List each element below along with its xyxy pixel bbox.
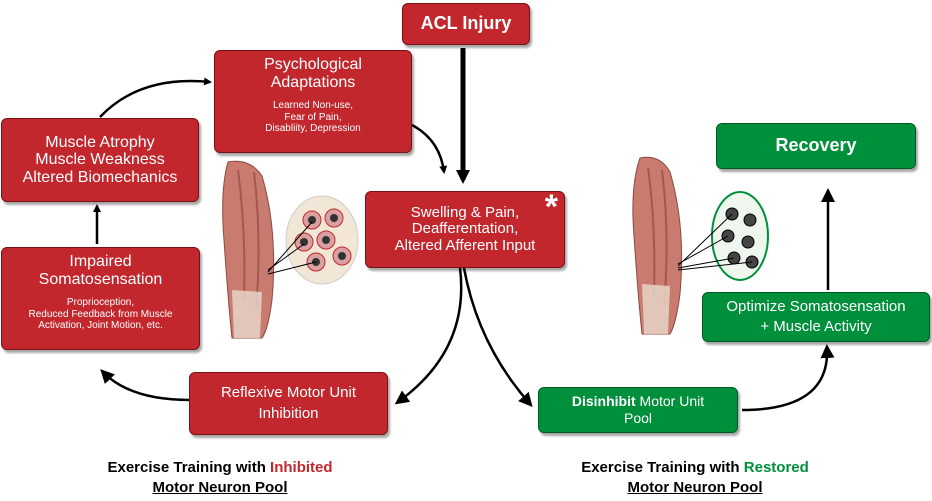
arrow-reflexive-to-somato [100,369,191,402]
acl-injury-label: ACL Injury [420,13,512,34]
somato-detail-1: Proprioception, [66,297,135,309]
recovery-box: Recovery [716,123,916,169]
reflexive-inhibition-box: Reflexive Motor Unit Inhibition [189,372,388,435]
somato-detail-3: Activation, Joint Motion, etc. [38,320,163,332]
caption-inhibited-line2: Motor Neuron Pool [152,479,288,497]
arrow-disinhibit-to-optimize [741,344,835,412]
inhibited-motor-neuron-pool-icon [267,195,359,285]
restored-motor-neuron-pool-icon [677,191,769,281]
psych-detail-2: Fear of Pain, [284,111,342,123]
disinhibit-rest: Motor Unit [635,392,705,409]
atrophy-line2: Muscle Weakness [35,151,165,169]
caption-restored-highlight: Restored [743,459,809,476]
caption-restored-line1: Exercise Training with Restored [535,458,855,478]
somato-heading-line2: Somatosensation [38,270,163,288]
psych-detail-3: Disabliity, Depression [265,123,361,135]
caption-inhibited-prefix: Exercise Training with [107,459,271,476]
optimize-line1: Optimize Somatosensation [726,298,906,315]
psych-heading-line2: Adaptations [270,73,356,91]
asterisk-marker: * [544,188,558,226]
optimize-line2: + Muscle Activity [760,317,872,335]
psychological-adaptations-box: Psychological Adaptations Learned Non-us… [214,50,412,153]
thigh-muscle-illustration-right [632,156,683,335]
disinhibit-bold: Disinhibit [571,392,636,409]
caption-restored-prefix: Exercise Training with [581,459,744,476]
caption-restored: Exercise Training with Restored Motor Ne… [535,458,855,499]
somato-heading-line1: Impaired [69,253,132,270]
atrophy-line3: Altered Biomechanics [22,168,178,186]
disinhibit-motor-unit-box: Disinhibit Motor Unit Pool [538,387,738,433]
swelling-line3: Altered Afferent Input [394,236,536,254]
psych-detail-1: Learned Non-use, [272,100,354,112]
impaired-somatosensation-box: Impaired Somatosensation Proprioception,… [1,247,200,350]
atrophy-line1: Muscle Atrophy [45,133,155,151]
recovery-label: Recovery [775,135,857,156]
caption-inhibited: Exercise Training with Inhibited Motor N… [60,458,380,499]
reflexive-line2: Inhibition [258,404,319,422]
arrow-swelling-to-disinhibit [462,267,533,408]
caption-restored-line2: Motor Neuron Pool [627,479,763,497]
reflexive-line1: Reflexive Motor Unit [220,384,357,401]
psych-heading-line1: Psychological [264,56,362,73]
caption-inhibited-line1: Exercise Training with Inhibited [60,458,380,478]
optimize-somatosensation-box: Optimize Somatosensation + Muscle Activi… [702,292,930,342]
acl-injury-box: ACL Injury [402,3,530,45]
somato-detail-2: Reduced Feedback from Muscle [28,308,173,320]
swelling-line2: Deafferentation, [411,220,519,238]
arrow-psych-to-swelling [411,123,448,174]
arrow-swelling-to-reflexive [394,267,463,405]
arrow-atrophy-to-psych [99,77,212,118]
disinhibit-line1: Disinhibit Motor Unit [571,392,705,409]
swelling-pain-box: * Swelling & Pain, Deafferentation, Alte… [365,188,565,268]
caption-inhibited-highlight: Inhibited [270,459,333,476]
muscle-atrophy-box: Muscle Atrophy Muscle Weakness Altered B… [1,118,199,202]
swelling-line1: Swelling & Pain, [410,203,520,221]
disinhibit-line2: Pool [623,410,653,426]
thigh-muscle-illustration-left [222,160,275,339]
